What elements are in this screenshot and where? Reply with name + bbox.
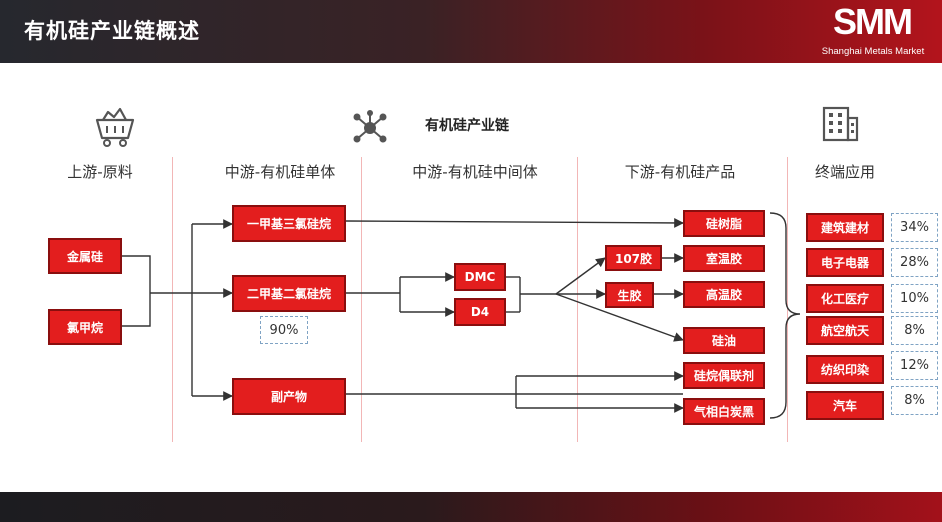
- node-d4: D4: [454, 298, 506, 326]
- node-107-rubber: 107胶: [605, 245, 662, 271]
- app-electronics-share: 28%: [891, 248, 938, 277]
- app-aerospace-share: 8%: [891, 316, 938, 345]
- node-dmc: DMC: [454, 263, 506, 291]
- column-title-intermediate: 中游-有机硅中间体: [412, 163, 538, 181]
- column-divider: [172, 157, 173, 442]
- app-construction-share: 34%: [891, 213, 938, 242]
- node-silane-coupling-agent: 硅烷偶联剂: [683, 362, 765, 389]
- app-textile-dyeing-share: 12%: [891, 351, 938, 380]
- diagram-title: 有机硅产业链: [425, 118, 509, 134]
- header-bar: 有机硅产业链概述 SMM Shanghai Metals Market: [0, 0, 942, 63]
- node-htv-rubber: 高温胶: [683, 281, 765, 308]
- app-automotive-share: 8%: [891, 386, 938, 415]
- app-automotive: 汽车: [806, 391, 884, 420]
- node-raw-rubber: 生胶: [605, 282, 654, 308]
- column-title-monomer: 中游-有机硅单体: [224, 163, 336, 181]
- app-chemical-medical: 化工医疗: [806, 284, 884, 313]
- node-byproduct: 副产物: [232, 378, 346, 415]
- node-fumed-silica: 气相白炭黑: [683, 398, 765, 425]
- page-title: 有机硅产业链概述: [24, 19, 200, 43]
- app-aerospace: 航空航天: [806, 316, 884, 345]
- smm-logo-subtitle: Shanghai Metals Market: [821, 46, 925, 57]
- column-divider: [577, 157, 578, 442]
- node-dimethyldichlorosilane: 二甲基二氯硅烷: [232, 275, 346, 312]
- footer-bar: [0, 492, 942, 522]
- app-construction: 建筑建材: [806, 213, 884, 242]
- node-silicone-resin: 硅树脂: [683, 210, 765, 237]
- smm-logo: SMM: [833, 1, 913, 42]
- column-divider: [787, 157, 788, 442]
- node-silicone-oil: 硅油: [683, 327, 765, 354]
- node-methyltrichlorosilane: 一甲基三氯硅烷: [232, 205, 346, 242]
- ore-cart-icon: [95, 107, 135, 147]
- column-title-application: 终端应用: [814, 163, 875, 181]
- column-title-upstream: 上游-原料: [67, 163, 133, 181]
- column-title-product: 下游-有机硅产品: [624, 163, 736, 181]
- monomer-share-badge: 90%: [260, 316, 308, 344]
- column-divider: [361, 157, 362, 442]
- node-rtv-rubber: 室温胶: [683, 245, 765, 272]
- node-methyl-chloride: 氯甲烷: [48, 309, 122, 345]
- node-metal-silicon: 金属硅: [48, 238, 122, 274]
- app-chemical-medical-share: 10%: [891, 284, 938, 313]
- app-textile-dyeing: 纺织印染: [806, 355, 884, 384]
- building-icon: [822, 106, 859, 142]
- network-nodes-icon: [353, 110, 387, 143]
- app-electronics: 电子电器: [806, 248, 884, 277]
